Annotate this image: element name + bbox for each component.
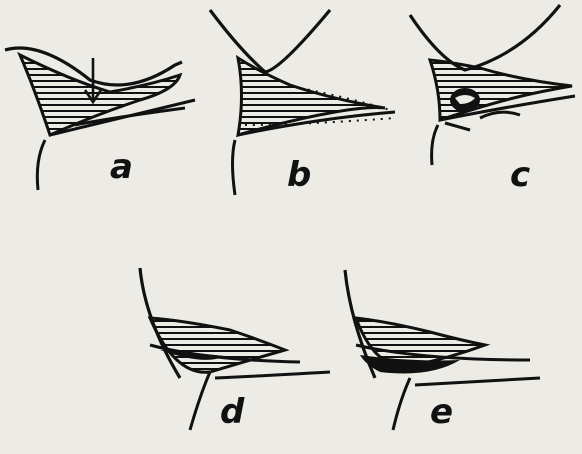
- panel-b: b: [210, 10, 395, 195]
- panel-label-d: d: [220, 392, 245, 432]
- panel-d: d: [140, 268, 330, 432]
- panel-c: c: [410, 5, 575, 195]
- panel-e: e: [345, 270, 540, 432]
- panel-a: a: [5, 48, 195, 190]
- panel-label-e: e: [430, 392, 453, 432]
- panel-label-b: b: [287, 155, 311, 195]
- panel-label-a: a: [110, 147, 133, 187]
- panel-label-c: c: [510, 155, 530, 195]
